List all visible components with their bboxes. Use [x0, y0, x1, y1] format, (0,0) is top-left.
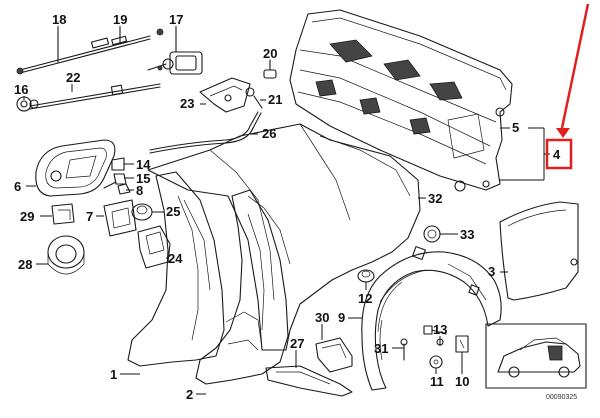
- part-18-cable-rod: [16, 31, 151, 75]
- part-15-clip: [103, 173, 127, 189]
- callout-30: 30: [315, 310, 329, 325]
- part-24-bracket: [137, 225, 171, 269]
- callout-25: 25: [166, 204, 180, 219]
- part-25-rubber-stop: [131, 203, 153, 221]
- part-28-grommet: [47, 235, 85, 275]
- callout-24: 24: [168, 251, 183, 266]
- part-32-side-panel: [147, 123, 421, 351]
- part-29-grommet: [51, 203, 75, 225]
- part-23-bracket: [199, 77, 251, 113]
- vehicle-inset-thumbnail: [485, 323, 587, 389]
- callout-27: 27: [290, 336, 304, 351]
- part-10-clip: [455, 335, 469, 353]
- callout-15: 15: [136, 171, 150, 186]
- part-20-screw: [263, 59, 277, 79]
- callout-22: 22: [66, 70, 80, 85]
- part-2-wheel-arch-outer: [195, 189, 289, 385]
- part-6-fuel-flap: [35, 139, 116, 197]
- part-12-plug: [357, 269, 375, 283]
- part-26-cable: [149, 111, 262, 154]
- part-3-side-panel-section: [499, 201, 579, 301]
- callout-10: 10: [455, 374, 469, 389]
- callout-11: 11: [430, 374, 444, 389]
- part-16-bushing: [16, 96, 39, 112]
- part-14-clip: [111, 157, 125, 171]
- callout-26: 26: [262, 126, 276, 141]
- part-11-nut: [429, 355, 443, 369]
- callout-18: 18: [52, 12, 66, 27]
- callout-20: 20: [263, 46, 277, 61]
- callout-4-highlight: [545, 3, 590, 170]
- part-1-wheel-arch-inner: [127, 171, 225, 367]
- callout-21: 21: [268, 92, 282, 107]
- callout-8: 8: [136, 183, 143, 198]
- callout-17: 17: [169, 12, 183, 27]
- callout-3: 3: [488, 264, 495, 279]
- part-21-cable-end: [245, 87, 263, 109]
- callout-29: 29: [20, 209, 34, 224]
- callout-31: 31: [374, 341, 388, 356]
- part-31-screw: [400, 338, 408, 361]
- callout-14: 14: [136, 157, 151, 172]
- part-9-wheel-liner: [361, 246, 502, 391]
- part-22-rod: [29, 83, 161, 110]
- part-7-bracket: [103, 199, 137, 237]
- callout-9: 9: [338, 310, 345, 325]
- callout-32: 32: [428, 191, 442, 206]
- callout-6: 6: [14, 179, 21, 194]
- callout-5: 5: [512, 120, 519, 135]
- part-8-retainer: [117, 183, 131, 195]
- callout-13: 13: [433, 322, 447, 337]
- part-27-trim: [265, 365, 353, 397]
- part-30-bracket: [315, 337, 353, 373]
- part-5-rear-panel: [289, 9, 513, 192]
- part-17-actuator: [147, 27, 203, 75]
- callout-23: 23: [180, 96, 194, 111]
- reference-code: 00090325: [546, 394, 577, 401]
- callout-28: 28: [18, 257, 32, 272]
- callout-2: 2: [186, 387, 193, 402]
- callout-1: 1: [110, 367, 117, 382]
- callout-16: 16: [14, 82, 28, 97]
- callout-12: 12: [358, 291, 372, 306]
- callout-33: 33: [460, 227, 474, 242]
- callout-7: 7: [86, 209, 93, 224]
- part-33-grommet: [423, 225, 441, 243]
- callout-19: 19: [113, 12, 127, 27]
- callout-4: 4: [553, 147, 561, 162]
- leader-lines: [23, 26, 550, 395]
